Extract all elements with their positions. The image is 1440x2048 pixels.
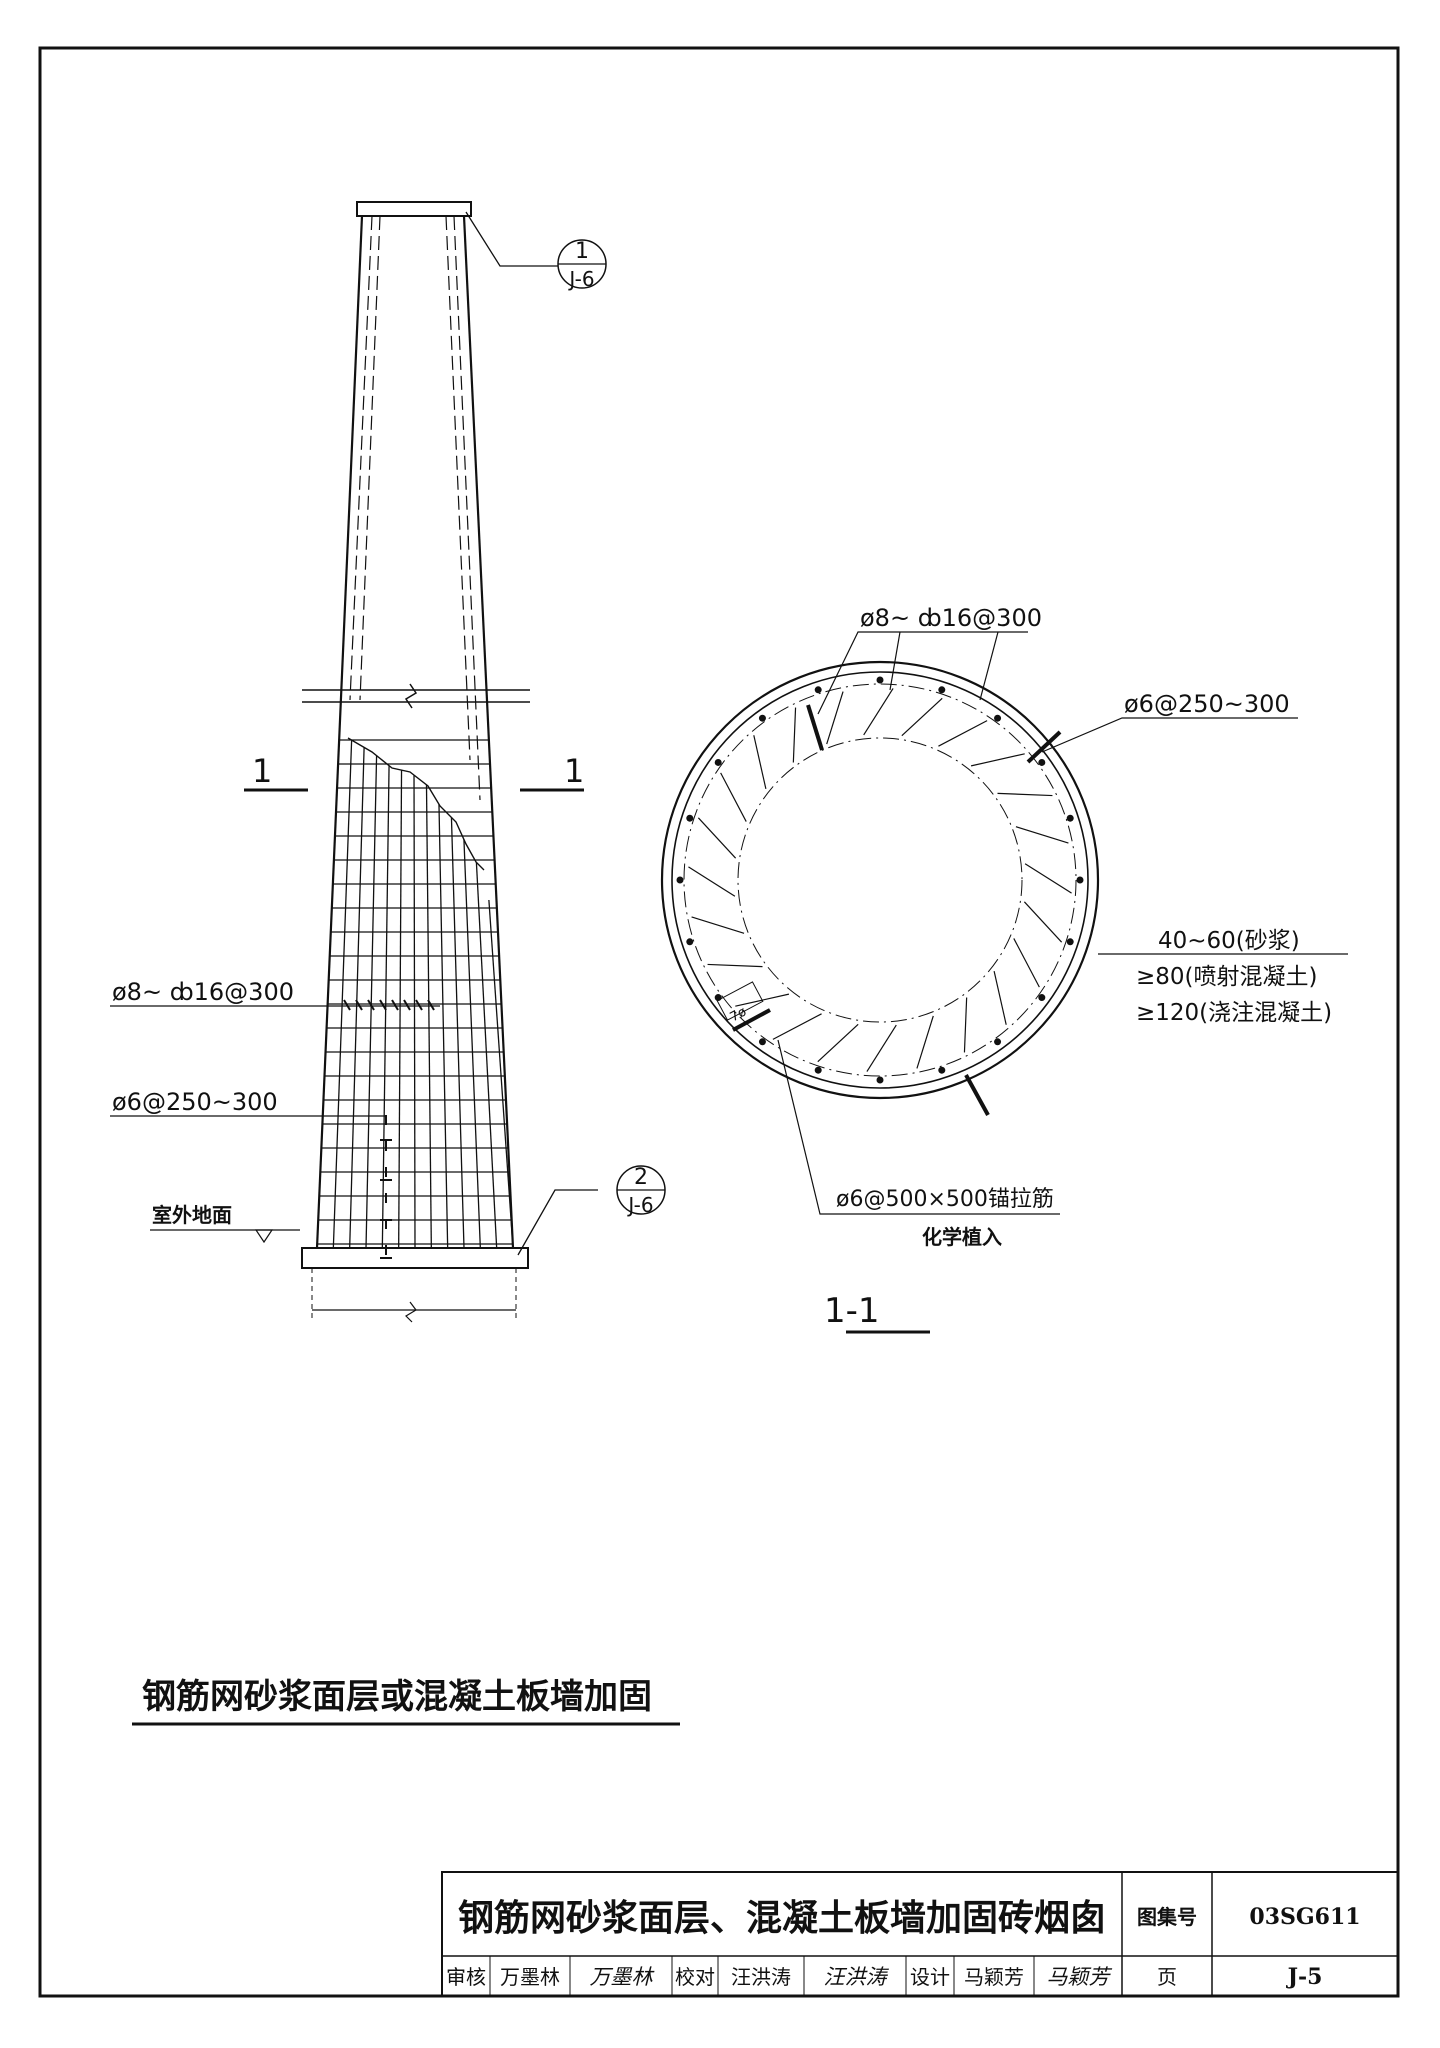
- hook-label: 7ø: [728, 1004, 749, 1025]
- detail-callout-top: 1 J-6: [465, 211, 607, 291]
- review-signature: 万墨林: [590, 1965, 656, 1989]
- review-name: 万墨林: [500, 1965, 560, 1989]
- design-name: 马颖芳: [964, 1965, 1024, 1989]
- section-title: 1-1: [824, 1291, 880, 1331]
- label-horizontal-bars: ø6@250~300: [112, 1088, 278, 1116]
- check-label: 校对: [675, 1965, 715, 1989]
- design-label: 设计: [910, 1965, 950, 1989]
- inner-wall-circle: [737, 737, 1023, 1023]
- page-no: J-5: [1286, 1964, 1323, 1990]
- section-mark-left: 1: [252, 752, 272, 790]
- chimney-top-cap: [356, 201, 472, 217]
- bar-tick-marks: [343, 999, 435, 1262]
- check-name: 汪洪涛: [731, 1965, 791, 1989]
- callout-bottom-ref: J-6: [626, 1193, 653, 1217]
- section-mark-right: 1: [564, 752, 584, 790]
- drawing-title: 钢筋网砂浆面层、混凝土板墙加固砖烟囱: [458, 1898, 1106, 1939]
- label-thickness-3: ≥120(浇注混凝土): [1136, 1000, 1332, 1026]
- check-signature: 汪洪涛: [824, 1965, 890, 1989]
- elevation-caption: 钢筋网砂浆面层或混凝土板墙加固: [142, 1677, 652, 1717]
- label-vertical-bars: ø8~ ȸ16@300: [112, 978, 294, 1006]
- chimney-elevation: [302, 201, 530, 1249]
- callout-top-num: 1: [575, 239, 589, 264]
- label-anchor-2: 化学植入: [922, 1225, 1002, 1249]
- design-signature: 马颖芳: [1047, 1965, 1113, 1989]
- atlas-no: 03SG611: [1249, 1904, 1360, 1930]
- section-cut-marks: 1 1: [244, 752, 584, 792]
- rebar-circle: [683, 683, 1077, 1077]
- label-thickness-2: ≥80(喷射混凝土): [1136, 964, 1317, 990]
- section-labels: ø8~ ȸ16@300 ø6@250~300 40~60(砂浆) ≥80(喷射混…: [777, 604, 1348, 1334]
- label-thickness-1: 40~60(砂浆): [1158, 928, 1300, 954]
- facing-layer-circle: [671, 671, 1089, 1089]
- page-label: 页: [1157, 1965, 1177, 1989]
- detail-callout-bottom: 2 J-6: [517, 1165, 666, 1256]
- chimney-base: [301, 1247, 529, 1323]
- atlas-no-label: 图集号: [1137, 1905, 1197, 1929]
- elevation-labels: ø8~ ȸ16@300 ø6@250~300 室外地面: [110, 978, 440, 1244]
- label-ties: ø6@250~300: [1124, 690, 1290, 718]
- label-anchor-1: ø6@500×500锚拉筋: [836, 1187, 1054, 1212]
- callout-top-ref: J-6: [567, 267, 594, 291]
- label-top-bars: ø8~ ȸ16@300: [860, 604, 1042, 632]
- outer-face-circle: [660, 660, 1100, 1100]
- section-1-1: [660, 660, 1100, 1116]
- callout-bottom-num: 2: [634, 1165, 648, 1190]
- review-label: 审核: [446, 1965, 486, 1989]
- reinforcement-mesh: [316, 739, 514, 1249]
- title-block: [441, 1871, 1399, 1997]
- label-ground: 室外地面: [152, 1203, 232, 1227]
